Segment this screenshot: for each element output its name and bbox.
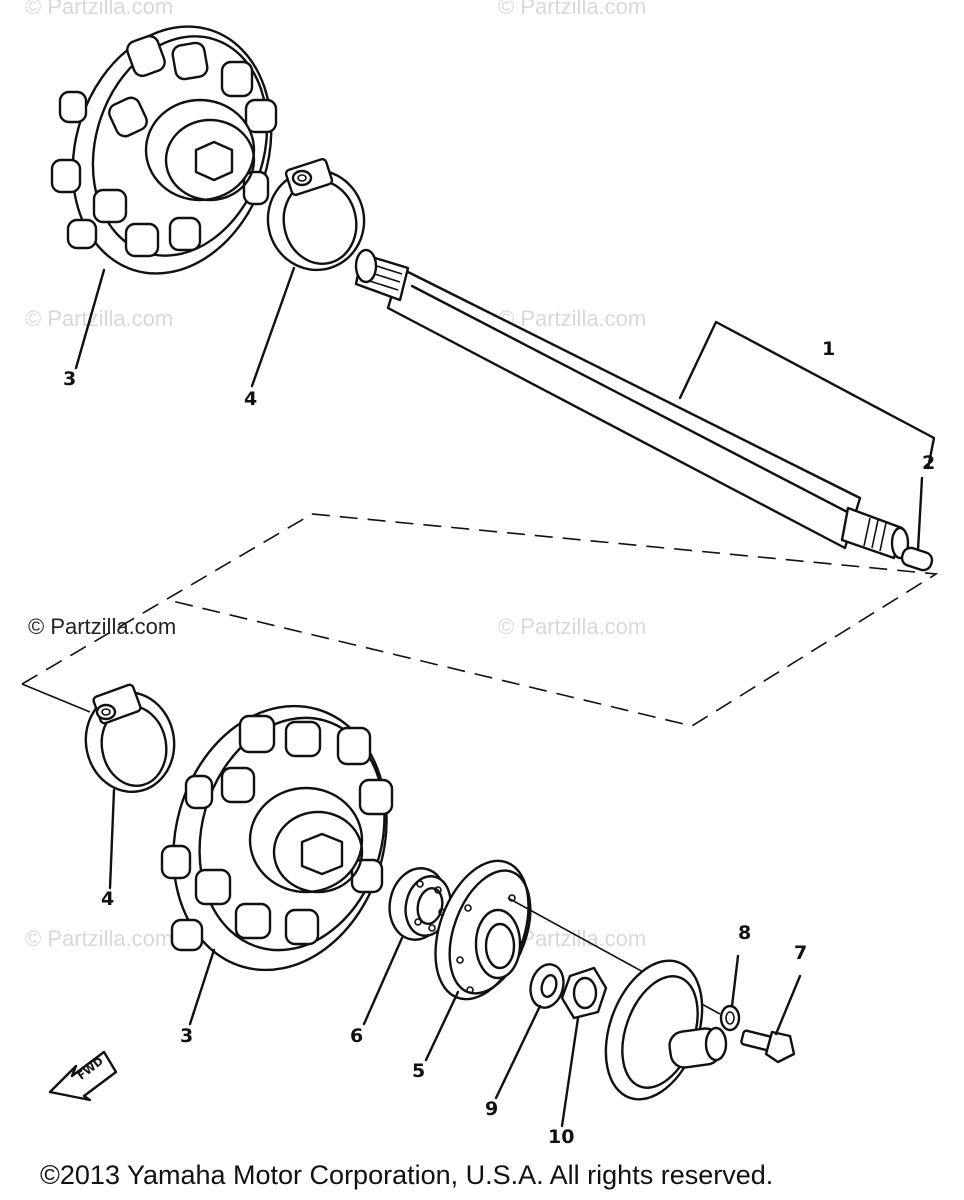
part-number-3-bottom: 3 xyxy=(180,1025,194,1047)
copyright-notice: ©2013 Yamaha Motor Corporation, U.S.A. A… xyxy=(40,1160,774,1190)
leader-line xyxy=(560,1016,580,1128)
leader-line xyxy=(678,320,936,470)
watermark: © Partzilla.com xyxy=(498,0,647,19)
part-number-5: 5 xyxy=(412,1060,426,1082)
hose-clamp-top xyxy=(266,157,366,272)
leader-line xyxy=(916,476,924,552)
hose-clamp-bottom xyxy=(84,683,176,794)
part-number-3-top: 3 xyxy=(63,368,77,390)
part-number-9: 9 xyxy=(485,1098,499,1120)
watermark: © Partzilla.com xyxy=(25,926,174,951)
part-number-7: 7 xyxy=(794,942,808,964)
assembly-guide-line xyxy=(21,513,939,727)
bearing-flange xyxy=(434,859,532,1001)
watermark: © Partzilla.com xyxy=(498,306,647,331)
leader-line xyxy=(188,948,216,1026)
part-number-4-bottom: 4 xyxy=(101,888,115,910)
part-number-6: 6 xyxy=(350,1025,364,1047)
watermark: © Partzilla.com xyxy=(498,614,647,639)
leader-line xyxy=(424,990,460,1062)
sprocket-bottom xyxy=(160,704,394,972)
leader-line xyxy=(250,266,296,388)
watermark-primary: © Partzilla.com xyxy=(28,614,177,639)
forward-arrow-icon xyxy=(48,1050,118,1102)
washer xyxy=(529,963,565,1009)
small-washer xyxy=(719,1004,741,1032)
leader-line xyxy=(74,268,106,370)
bearing xyxy=(388,867,452,941)
part-number-2: 2 xyxy=(922,452,936,474)
watermark: © Partzilla.com xyxy=(25,306,174,331)
part-number-10: 10 xyxy=(548,1126,575,1148)
part-number-1: 1 xyxy=(822,338,836,360)
leader-line xyxy=(108,788,116,890)
leader-line xyxy=(494,1004,542,1100)
axle-boss xyxy=(604,959,728,1101)
watermark: © Partzilla.com xyxy=(25,0,174,19)
leader-line xyxy=(730,954,740,1008)
leader-line xyxy=(774,974,802,1036)
part-number-4-top: 4 xyxy=(244,388,258,410)
lock-nut xyxy=(560,966,608,1020)
drive-shaft xyxy=(354,248,910,560)
assembly-guide-line xyxy=(21,683,91,713)
bolt xyxy=(740,1029,796,1064)
leader-line xyxy=(362,936,404,1026)
dowel-pin xyxy=(900,546,934,572)
sprocket-top xyxy=(50,25,278,275)
part-number-8: 8 xyxy=(738,922,752,944)
